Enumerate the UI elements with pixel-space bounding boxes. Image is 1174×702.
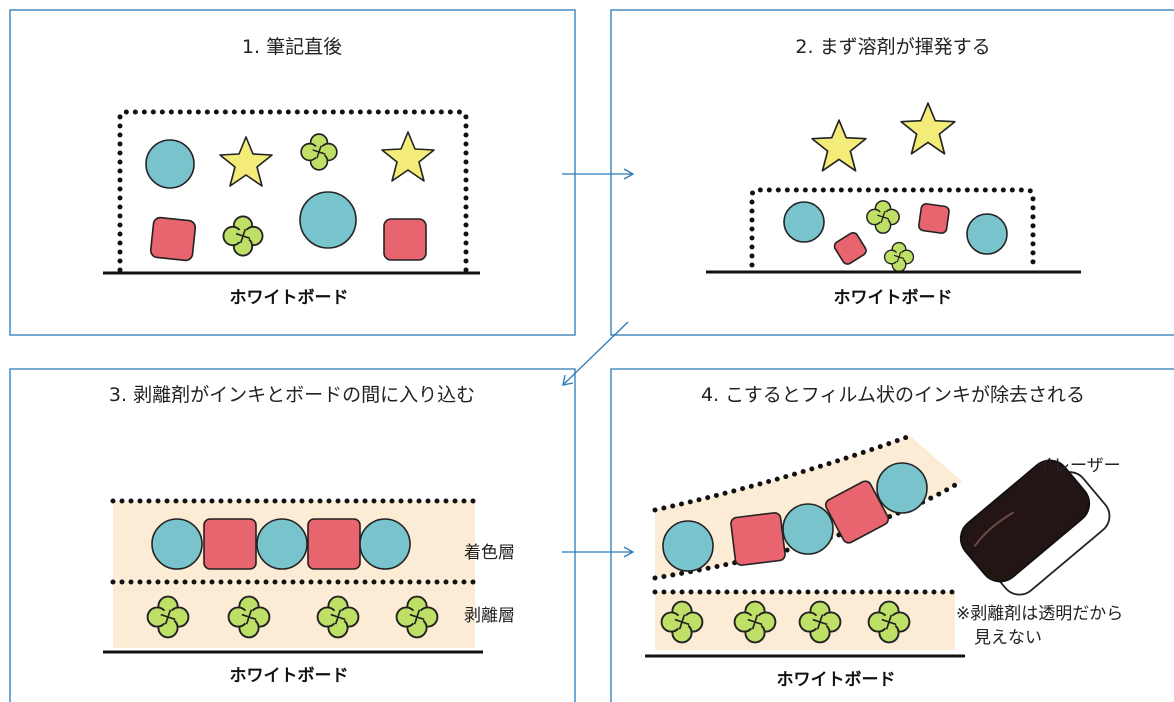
evaporating-solvent-star	[900, 102, 956, 155]
panel-2-frame	[610, 9, 1174, 336]
colorant-square	[824, 480, 890, 544]
colorant-circle	[966, 213, 1008, 255]
board-label: ホワイトボード	[230, 288, 349, 308]
colorant-square	[383, 218, 427, 261]
release-agent-clover	[883, 241, 915, 273]
panel-2: 2. まず溶剤が揮発する ホワイトボード	[610, 9, 1174, 336]
panel-4-title: 4. こするとフィルム状のインキが除去される	[701, 384, 1085, 406]
ink-outline-dots	[749, 187, 1036, 268]
colorant-square	[307, 518, 361, 570]
colorant-circle	[662, 520, 714, 572]
colorant-circle	[151, 518, 203, 570]
arrow-down-left-icon	[562, 321, 629, 386]
film-bottom-dots	[652, 478, 965, 581]
colorant-square	[833, 232, 867, 265]
panel-3-frame	[9, 368, 576, 702]
colorant-square	[203, 518, 257, 570]
colorant-circle	[256, 518, 308, 570]
panel-3-title: 3. 剥離剤がインキとボードの間に入り込む	[109, 384, 475, 406]
panel-4: 4. こするとフィルム状のインキが除去される ホワイトボード イレーザー ※剥離…	[610, 368, 1174, 702]
board-label: ホワイトボード	[230, 666, 349, 686]
solvent-star	[219, 136, 273, 187]
film-top-dots	[652, 433, 913, 513]
colorant-circle	[145, 139, 195, 189]
panel-1-title: 1. 筆記直後	[242, 36, 342, 58]
release-layer-label: 剥離層	[464, 606, 515, 626]
transparent-note-line2: 見えない	[974, 628, 1042, 648]
colorant-circle	[876, 462, 928, 514]
panel-2-title: 2. まず溶剤が揮発する	[795, 36, 990, 58]
colorant-square	[918, 203, 950, 234]
transparent-note-line1: ※剥離剤は透明だから	[956, 604, 1123, 624]
panel-4-frame	[610, 368, 1174, 702]
arrow-right-icon	[562, 546, 635, 558]
board-label: ホワイトボード	[834, 288, 953, 308]
colorant-square	[149, 216, 197, 262]
panel-3: 3. 剥離剤がインキとボードの間に入り込む ホワイトボード 着色層 剥離層	[9, 368, 576, 702]
colorant-circle	[782, 503, 834, 555]
ink-outline-dots	[117, 109, 469, 273]
colored-layer-label: 着色層	[464, 543, 515, 563]
release-agent-clover	[300, 133, 338, 171]
colorant-circle	[299, 191, 357, 249]
eraser-label: イレーザー	[1036, 456, 1121, 476]
colorant-circle	[783, 201, 825, 243]
panel-1: 1. 筆記直後 ホワイトボード	[9, 9, 576, 336]
colorant-circle	[359, 518, 411, 570]
board-label: ホワイトボード	[777, 670, 896, 690]
eraser-icon	[959, 459, 1111, 596]
panel-1-frame	[9, 9, 576, 336]
solvent-star	[381, 131, 435, 182]
release-agent-clover	[866, 200, 900, 234]
step-arrows	[562, 168, 635, 558]
arrow-right-icon	[562, 168, 635, 180]
release-agent-clover	[222, 215, 264, 257]
evaporating-solvent-star	[811, 119, 867, 172]
colorant-square	[730, 512, 786, 566]
